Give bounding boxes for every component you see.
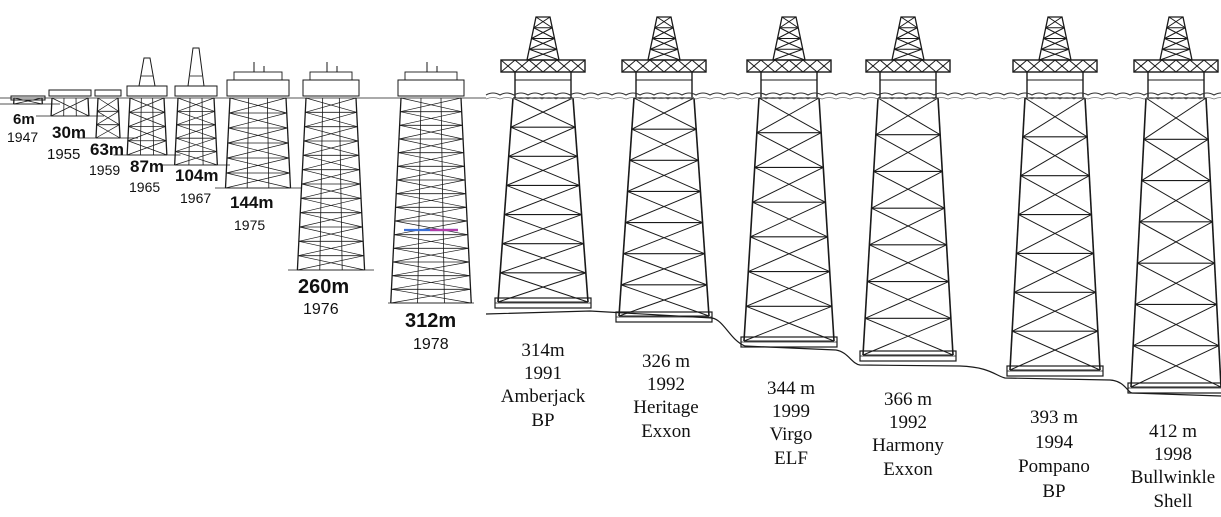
modern-jacket-tower	[615, 16, 713, 323]
modern-depth: 344 m	[766, 378, 816, 399]
modern-operator: ELF	[774, 447, 808, 469]
historic-depth-label: 30m	[52, 123, 87, 142]
historic-year-label: 1947	[7, 129, 39, 145]
modern-year: 1991	[524, 363, 562, 385]
modern-depth: 366 m	[883, 389, 933, 410]
modern-year: 1994	[1035, 431, 1073, 453]
modern-depth: 393 m	[1029, 407, 1079, 428]
historic-year-label: 1965	[129, 179, 161, 195]
modern-name: Heritage	[633, 397, 699, 419]
modern-platform-label: 412 m 1998 Bullwinkle Shell	[1121, 420, 1221, 513]
historic-depth-label: 144m	[230, 193, 274, 212]
historic-platform	[78, 89, 138, 139]
seabed-line	[485, 310, 1221, 397]
historic-platform	[0, 95, 60, 105]
modern-jacket-tower	[859, 16, 957, 362]
historic-platform	[288, 62, 374, 271]
historic-depth-label: 260m	[298, 276, 350, 298]
historic-depth-label: 312m	[405, 310, 457, 332]
modern-jacket-tower	[1006, 16, 1104, 377]
modern-name: Pompano	[1018, 456, 1090, 478]
historic-depth-label: 63m	[90, 140, 125, 159]
historic-year-label: 1959	[89, 162, 121, 178]
modern-name: Virgo	[769, 424, 813, 446]
historic-depth-label: 87m	[130, 157, 165, 176]
historic-year-label: 1978	[413, 336, 449, 353]
modern-depth: 412 m	[1148, 421, 1198, 442]
modern-platform-label: 314m 1991 Amberjack BP	[491, 339, 595, 432]
modern-platform-label: 393 m 1994 Pompano BP	[1002, 406, 1106, 505]
historic-depth-label: 6m	[13, 111, 35, 128]
modern-jacket-tower	[494, 16, 592, 309]
modern-depth: 326 m	[641, 351, 691, 372]
modern-platform-label: 344 m 1999 Virgo ELF	[739, 377, 843, 470]
modern-year: 1992	[647, 374, 685, 396]
modern-year: 1992	[889, 412, 927, 434]
modern-name: Harmony	[872, 435, 944, 457]
modern-operator: Exxon	[641, 420, 691, 442]
historic-year-label: 1975	[234, 217, 266, 233]
historic-platform	[215, 62, 301, 189]
modern-depth: 314m	[521, 340, 565, 361]
modern-operator: BP	[531, 409, 555, 431]
sea-surface-line	[485, 92, 1221, 96]
modern-operator: Shell	[1153, 490, 1193, 512]
historic-platform	[113, 57, 181, 156]
historic-depth-label: 104m	[175, 166, 219, 185]
modern-name: Amberjack	[500, 386, 586, 408]
modern-platform-label: 366 m 1992 Harmony Exxon	[856, 388, 960, 481]
modern-platform-label: 326 m 1992 Heritage Exxon	[614, 350, 718, 443]
historic-year-label: 1955	[47, 146, 81, 163]
modern-year: 1999	[772, 401, 810, 423]
historic-year-label: 1967	[180, 190, 212, 206]
historic-platform	[388, 62, 474, 304]
modern-jacket-tower	[1127, 16, 1221, 394]
modern-name: Bullwinkle	[1130, 467, 1216, 489]
historic-platform	[36, 89, 104, 117]
historic-platform	[162, 47, 230, 166]
modern-year: 1998	[1154, 444, 1192, 466]
modern-operator: Exxon	[883, 458, 933, 480]
modern-jacket-tower	[740, 16, 838, 348]
modern-operator: BP	[1042, 481, 1066, 503]
historic-year-label: 1976	[303, 301, 339, 318]
